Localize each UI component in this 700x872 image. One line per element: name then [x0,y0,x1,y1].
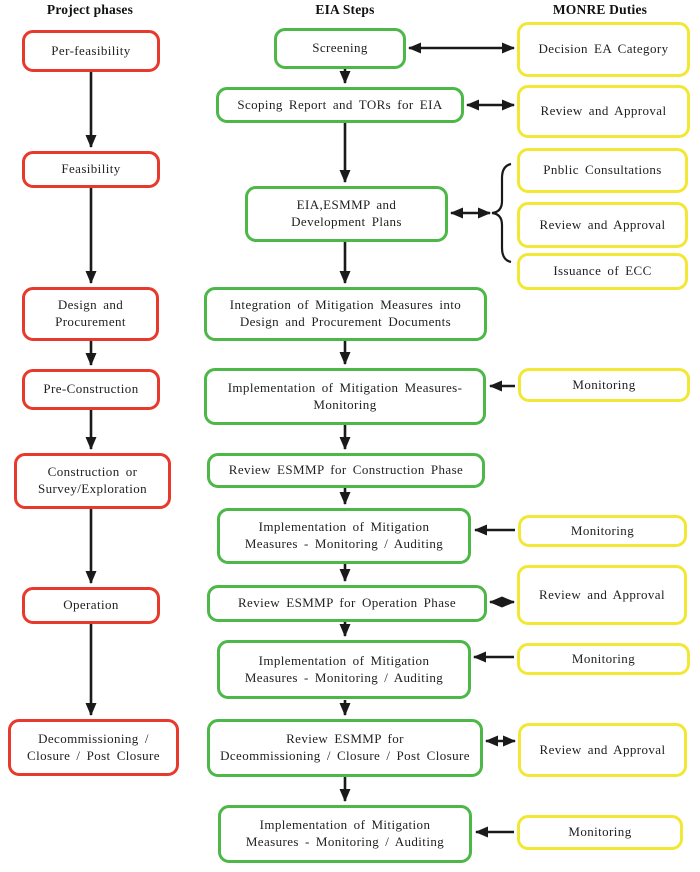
duty-monitoring-2: Monitoring [518,515,687,547]
step-review-esmmp-decommissioning: Review ESMMP for Dceommissioning / Closu… [207,719,483,777]
step-integration-mitigation-measures: Integration of Mitigation Measures into … [204,287,487,341]
step-implementation-monitoring-auditing-2: Implementation of Mitigation Measures - … [217,640,471,699]
phase-label: Operation [63,597,119,613]
duty-label: Issuance of ECC [553,263,652,279]
step-label: Screening [312,40,368,56]
step-implementation-monitoring-auditing-3: Implementation of Mitigation Measures - … [218,805,472,863]
step-label: Review ESMMP for Construction Phase [228,462,464,478]
column-header-monre-duties: MONRE Duties [552,2,648,17]
phase-construction-survey: Construction or Survey/Exploration [14,453,171,509]
step-eia-esmmp-development-plans: EIA,ESMMP and Development Plans [245,186,448,242]
duty-label: Review and Approval [539,586,665,602]
step-label: Review ESMMP for Operation Phase [237,595,456,611]
column-header-eia-steps: EIA Steps [315,2,375,17]
duty-monitoring-4: Monitoring [517,815,683,850]
duty-public-consultations: Pnblic Consultations [517,148,688,193]
duty-monitoring-3: Monitoring [517,643,690,675]
duty-monitoring-1: Monitoring [518,368,690,402]
phase-operation: Operation [22,587,160,624]
step-review-esmmp-construction: Review ESMMP for Construction Phase [207,453,485,488]
phase-decommissioning: Decommissioning / Closure / Post Closure [8,719,179,776]
phase-label: Pre-Construction [43,381,139,397]
phase-feasibility: Feasibility [22,151,160,188]
phase-design-procurement: Design and Procurement [22,287,159,341]
duty-label: Monitoring [570,522,635,538]
duty-review-approval-3: Review and Approval [517,565,687,625]
phase-label: Design and Procurement [55,297,126,329]
step-label: Scoping Report and TORs for EIA [237,96,443,112]
duty-label: Review and Approval [539,216,666,232]
step-screening: Screening [274,28,406,69]
duty-label: Decision EA Category [538,41,669,57]
step-scoping-report-tors: Scoping Report and TORs for EIA [216,87,464,123]
duty-label: Monitoring [571,650,636,666]
step-label: Implementation of Mitigation Measures- M… [227,379,463,412]
duty-decision-ea-category: Decision EA Category [517,22,690,77]
duty-issuance-ecc: Issuance of ECC [517,253,688,290]
step-review-esmmp-operation: Review ESMMP for Operation Phase [207,585,487,622]
duty-label: Pnblic Consultations [543,162,662,178]
phase-label: Per-feasibility [51,42,131,58]
step-label: Implementation of Mitigation Measures - … [244,652,444,685]
duty-review-approval-1: Review and Approval [517,85,690,138]
phase-pre-construction: Pre-Construction [22,369,160,410]
duty-label: Monitoring [572,376,636,392]
phase-label: Construction or Survey/Exploration [37,464,148,496]
duty-label: Review and Approval [540,103,667,119]
phase-pre-feasibility: Per-feasibility [22,30,160,72]
duty-review-approval-4: Review and Approval [518,723,687,777]
duty-review-approval-2: Review and Approval [517,202,688,248]
step-implementation-monitoring-auditing-1: Implementation of Mitigation Measures - … [217,508,471,564]
grouping-brace [491,162,512,264]
column-header-project-phases: Project phases [46,2,134,17]
phase-label: Decommissioning / Closure / Post Closure [27,730,160,763]
duty-label: Monitoring [568,824,632,840]
phase-label: Feasibility [61,161,121,177]
step-label: Implementation of Mitigation Measures - … [244,519,444,551]
step-label: Review ESMMP for Dceommissioning / Closu… [220,731,470,763]
step-label: EIA,ESMMP and Development Plans [291,197,402,229]
step-label: Implementation of Mitigation Measures - … [245,817,445,849]
step-label: Integration of Mitigation Measures into … [229,297,462,329]
step-implementation-monitoring: Implementation of Mitigation Measures- M… [204,368,486,425]
duty-label: Review and Approval [539,741,666,757]
